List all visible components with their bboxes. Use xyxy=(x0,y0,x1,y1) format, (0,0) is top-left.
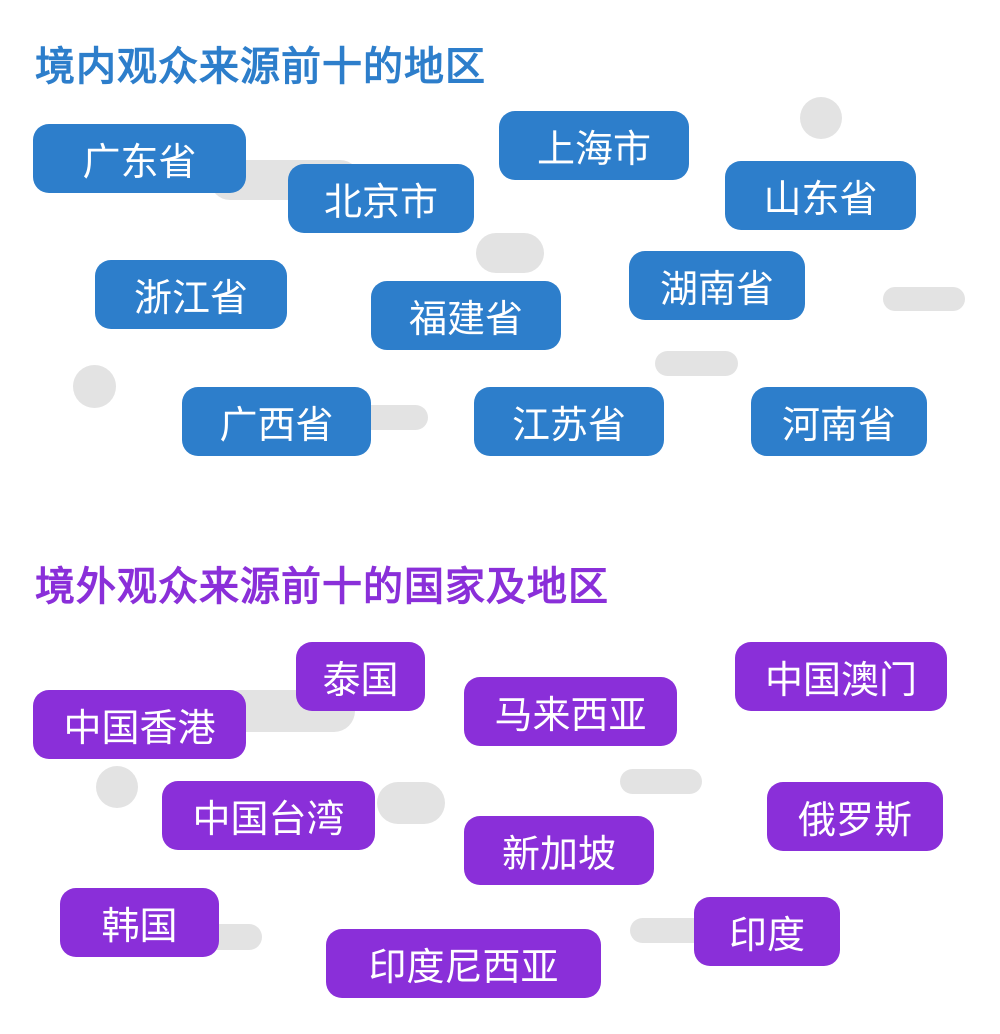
region-tag[interactable]: 北京市 xyxy=(288,164,474,233)
region-tag[interactable]: 上海市 xyxy=(499,111,689,180)
decor-pill xyxy=(377,782,445,824)
region-tag[interactable]: 山东省 xyxy=(725,161,916,230)
country-tag[interactable]: 印度 xyxy=(694,897,840,966)
country-tag[interactable]: 俄罗斯 xyxy=(767,782,943,851)
region-tag[interactable]: 广东省 xyxy=(33,124,246,193)
decor-circle xyxy=(800,97,842,139)
overseas-title: 境外观众来源前十的国家及地区 xyxy=(35,564,609,610)
decor-circle xyxy=(73,365,116,408)
country-tag[interactable]: 马来西亚 xyxy=(464,677,677,746)
region-tag[interactable]: 广西省 xyxy=(182,387,371,456)
decor-pill xyxy=(476,233,544,273)
domestic-title: 境内观众来源前十的地区 xyxy=(35,44,486,90)
region-tag[interactable]: 浙江省 xyxy=(95,260,287,329)
decor-pill xyxy=(620,769,702,794)
country-tag[interactable]: 泰国 xyxy=(296,642,425,711)
region-tag[interactable]: 江苏省 xyxy=(474,387,664,456)
region-tag[interactable]: 河南省 xyxy=(751,387,927,456)
region-tag[interactable]: 湖南省 xyxy=(629,251,805,320)
country-tag[interactable]: 印度尼西亚 xyxy=(326,929,601,998)
decor-pill xyxy=(883,287,965,311)
country-tag[interactable]: 中国澳门 xyxy=(735,642,947,711)
decor-circle xyxy=(96,766,138,808)
country-tag[interactable]: 韩国 xyxy=(60,888,219,957)
country-tag[interactable]: 新加坡 xyxy=(464,816,654,885)
country-tag[interactable]: 中国台湾 xyxy=(162,781,375,850)
country-tag[interactable]: 中国香港 xyxy=(33,690,246,759)
region-tag[interactable]: 福建省 xyxy=(371,281,561,350)
decor-pill xyxy=(655,351,738,376)
